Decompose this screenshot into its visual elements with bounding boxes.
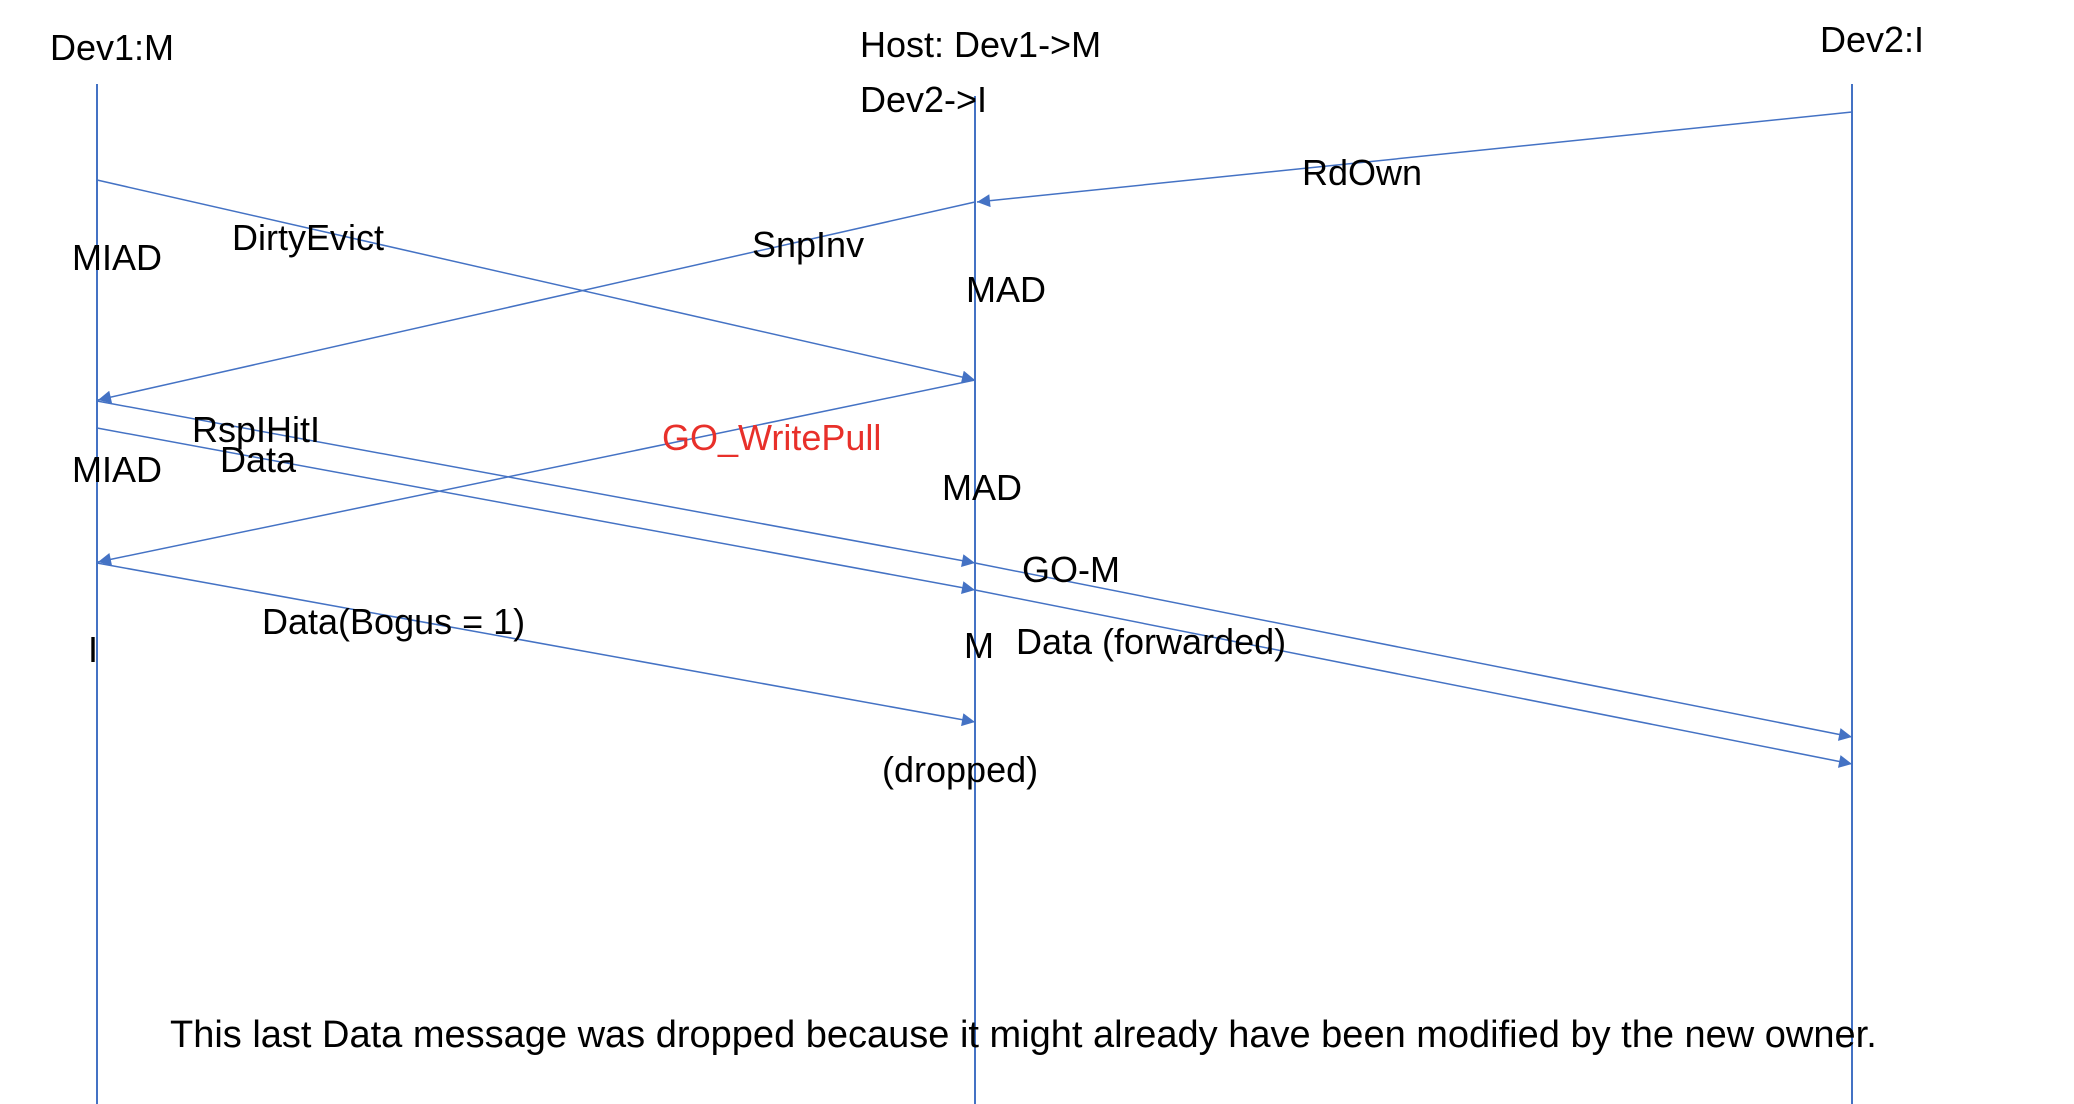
message-label-go-m: GO-M [1022,549,1120,590]
participant-dev1: Dev1:M [50,27,175,68]
footnote: This last Data message was dropped becau… [170,1014,1877,1056]
message-label-rdown: RdOwn [1302,152,1423,193]
state-dev1-i: I [88,629,99,670]
message-label-rspihiti: RspIHitI [192,409,321,450]
state-dev1-miad-1: MIAD [72,237,162,278]
arrow-rdown [976,111,1853,208]
state-host-mad-1: MAD [966,269,1046,310]
participant-dev2: Dev2:I [1820,19,1925,60]
arrow-data [96,427,976,595]
arrow-data-forwarded [974,589,1853,768]
message-label-data-forwarded: Data (forwarded) [1016,621,1287,662]
arrow-rspihiti [96,400,976,568]
arrow-data-bogus [96,562,976,727]
state-host-dropped: (dropped) [882,749,1039,790]
message-label-data-bogus: Data(Bogus = 1) [262,601,526,642]
state-host-mad-2: MAD [942,467,1022,508]
arrow-go-m [974,562,1853,741]
message-label-snpinv: SnpInv [752,224,865,265]
state-host-m: M [964,625,994,666]
message-label-go-writepull: GO_WritePull [662,417,882,458]
arrow-dirtyevict [96,179,976,384]
participant-host-line2: Dev2->I [860,79,988,120]
arrow-go-writepull [97,379,976,566]
message-label-dirtyevict: DirtyEvict [232,217,384,258]
arrow-snpinv [97,201,976,404]
message-label-data: Data [220,439,297,480]
participant-host-line1: Host: Dev1->M [860,24,1102,65]
state-dev1-miad-2: MIAD [72,449,162,490]
